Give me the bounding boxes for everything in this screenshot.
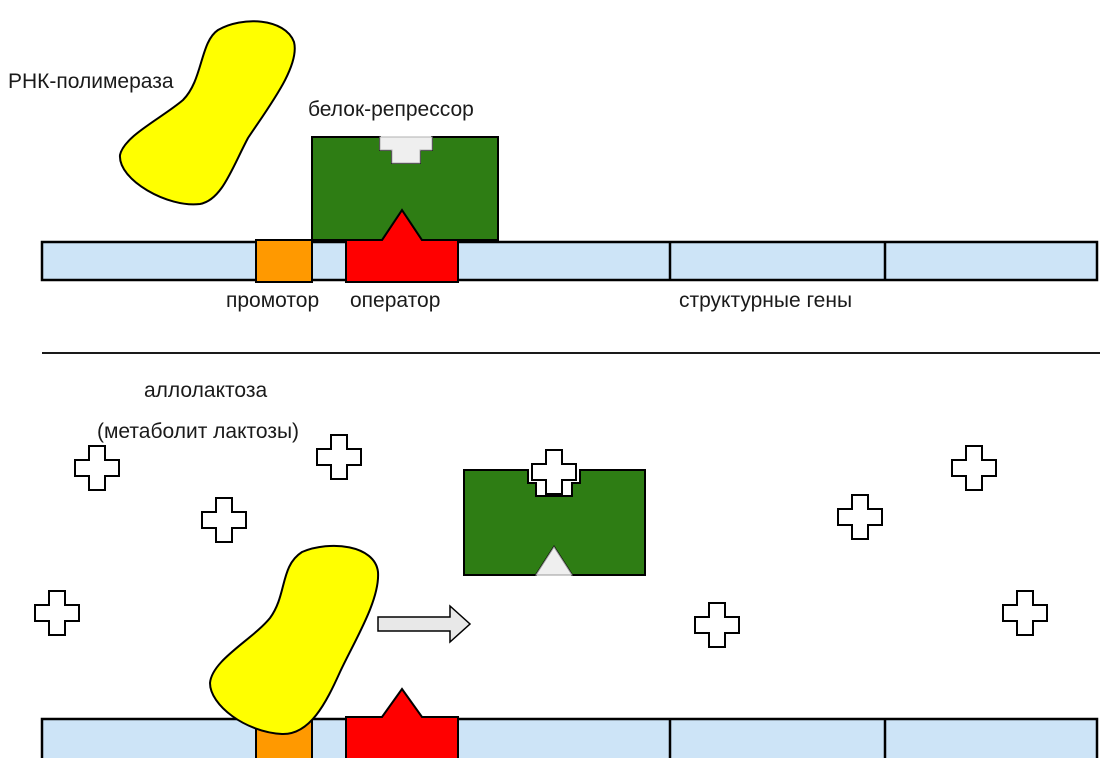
allolactose-molecule-icon	[74, 445, 120, 491]
bottom-panel-induced: аллолактоза (метаболит лактозы)	[34, 379, 1099, 758]
allolactose-molecule-icon	[201, 497, 247, 543]
repressor-label: белок-репрессор	[308, 98, 474, 121]
promoter-label: промотор	[226, 289, 319, 312]
structural-genes-label: структурные гены	[679, 289, 852, 312]
allolactose-molecule-icon	[694, 602, 740, 648]
repressor-dna-binding-site	[535, 546, 573, 576]
allolactose-molecule-icon	[837, 494, 883, 540]
allolactose-label: аллолактоза	[144, 379, 267, 402]
repressor-binding-pocket	[379, 136, 433, 164]
right-arrow-icon	[377, 604, 472, 644]
dna-segment	[40, 240, 1099, 282]
rna-polymerase-icon	[118, 20, 296, 206]
rna-polymerase-icon	[208, 544, 380, 736]
top-panel-repressed: РНК-полимераза белок-репрессор промотор …	[8, 20, 1099, 312]
allolactose-sublabel: (метаболит лактозы)	[97, 420, 299, 443]
promoter-region	[255, 239, 313, 283]
dna-segment	[40, 717, 1099, 758]
rna-polymerase-label: РНК-полимераза	[8, 70, 174, 93]
dna-strand-bottom	[40, 687, 1099, 758]
allolactose-molecule-icon	[316, 434, 362, 480]
allolactose-molecule-icon	[1002, 590, 1048, 636]
operator-label: оператор	[350, 289, 440, 312]
allolactose-molecule-icon	[531, 449, 577, 495]
allolactose-molecule-icon	[951, 445, 997, 491]
operator-region	[345, 687, 459, 758]
allolactose-molecule-icon	[34, 590, 80, 636]
dna-strand-top	[40, 208, 1099, 283]
